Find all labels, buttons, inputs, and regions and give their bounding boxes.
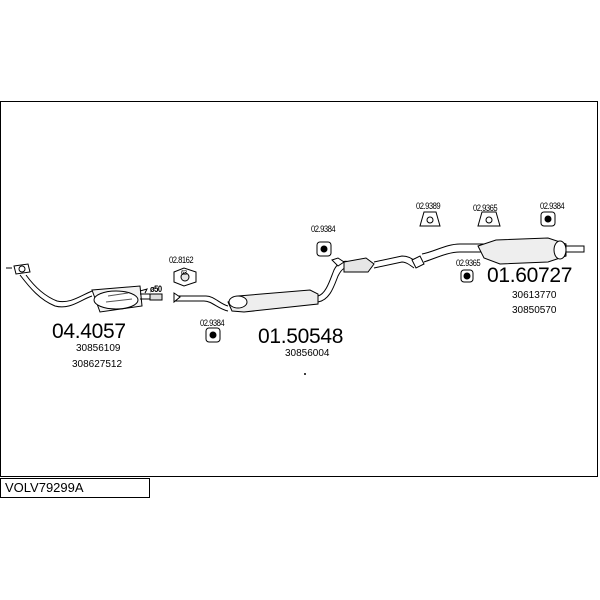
gasket-fitting[interactable]: [173, 267, 197, 287]
part-reference: 30856004: [285, 348, 330, 359]
hanger-fitting[interactable]: [205, 211, 556, 343]
connector-pipe[interactable]: [149, 292, 229, 312]
fitting-number[interactable]: 02.9365: [473, 203, 498, 213]
front-pipe-catalyst[interactable]: [6, 263, 150, 313]
fitting-number[interactable]: 02.8162: [169, 255, 194, 265]
part-reference: 30613770: [512, 290, 557, 301]
fitting-number[interactable]: 02.9365: [456, 258, 481, 268]
part-reference: 30850570: [512, 305, 557, 316]
part-reference: 308627512: [72, 359, 123, 370]
diagram-code: VOLV79299A: [0, 478, 150, 498]
part-number[interactable]: 04.4057: [52, 320, 126, 343]
fitting-number[interactable]: 02.9384: [200, 318, 225, 328]
diagram-frame: [0, 101, 598, 477]
part-number[interactable]: 01.50548: [258, 325, 344, 348]
fitting-number[interactable]: 02.9384: [311, 224, 336, 234]
center-section[interactable]: [331, 243, 499, 273]
rear-silencer[interactable]: [477, 237, 585, 265]
diameter-arrow: [139, 288, 148, 294]
dot-mark: [304, 373, 306, 375]
part-reference: 30856109: [76, 343, 121, 354]
fitting-number[interactable]: 02.9384: [540, 201, 565, 211]
diameter-value: 50: [154, 284, 162, 294]
middle-silencer[interactable]: [227, 260, 353, 313]
part-number[interactable]: 01.60727: [487, 264, 573, 287]
diameter-label: ø50: [150, 284, 162, 294]
fitting-number[interactable]: 02.9389: [416, 201, 441, 211]
fitting-badge: 63: [181, 270, 187, 277]
